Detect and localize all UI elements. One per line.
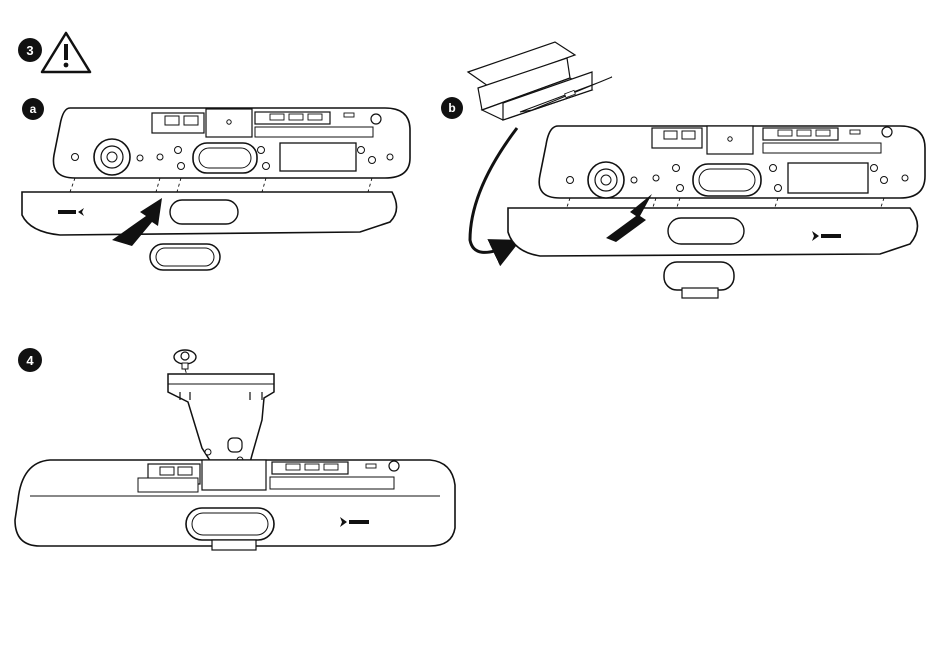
cover-3b <box>508 208 918 256</box>
bezel-3b <box>664 262 734 298</box>
bezel-3a <box>150 244 220 270</box>
device-3b <box>539 126 925 210</box>
step-3a-badge: a <box>22 98 44 120</box>
step-3-badge: 3 <box>18 38 42 62</box>
device-step4 <box>15 460 455 550</box>
step-3b-badge: b <box>441 97 463 119</box>
warning-triangle-icon <box>42 33 90 72</box>
device-3a <box>53 108 410 192</box>
step-4-badge: 4 <box>18 348 42 372</box>
cover-3a <box>22 192 397 235</box>
packaging-box <box>468 42 612 120</box>
mounting-bracket <box>168 374 274 470</box>
